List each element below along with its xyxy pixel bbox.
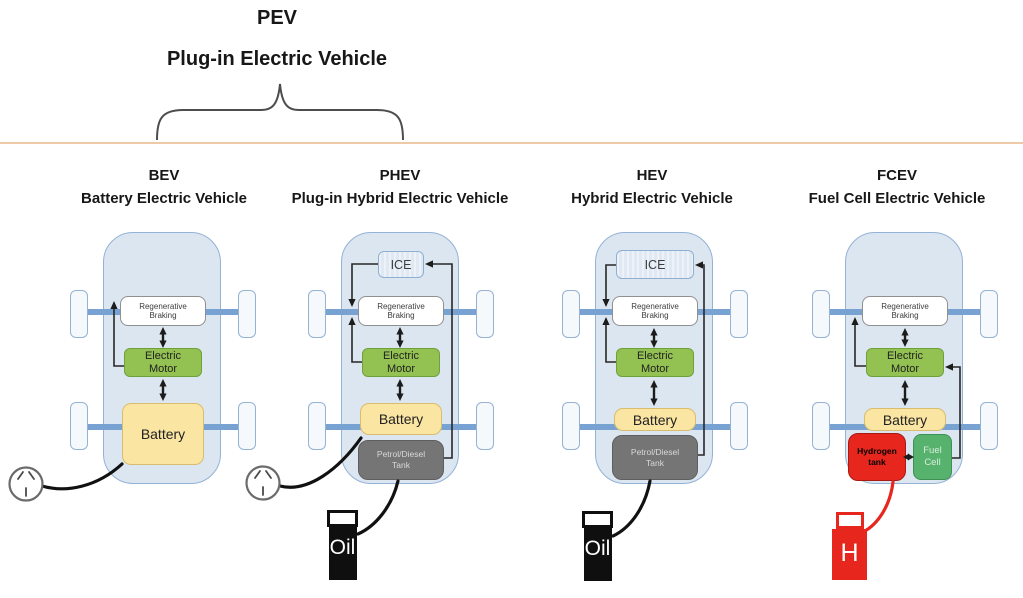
regenerative-braking-box: Regenerative Braking [358,296,444,326]
ice-label: ICE [390,257,412,272]
fuelcell-label-line2: Cell [924,457,941,468]
pump-window [582,511,613,528]
phev-title: PHEV Plug-in Hybrid Electric Vehicle [260,164,540,210]
hydrogen-label-line2: tank [868,457,886,467]
battery-box: Battery [360,403,442,435]
hev-acronym: HEV [636,167,668,184]
wheel [980,290,998,338]
battery-label: Battery [632,411,678,428]
wheel [476,290,494,338]
ice-box: ICE [616,250,694,279]
battery-label: Battery [882,411,928,428]
pev-name: Plug-in Electric Vehicle [166,48,388,70]
electric-motor-box: Electric Motor [616,348,694,377]
wheel [238,402,256,450]
regen-label-line2: Braking [891,311,919,320]
electric-motor-box: Electric Motor [124,348,202,377]
hev-diagram: ICE Regenerative Braking Electric Motor … [562,232,748,492]
petrol-diesel-tank-box: Petrol/Diesel Tank [358,440,444,480]
fcev-acronym: FCEV [876,167,917,184]
wheel [70,290,88,338]
regen-label-line2: Braking [149,311,177,320]
horizontal-divider [0,142,1023,144]
tank-label-line2: Tank [392,460,410,470]
motor-label-line2: Motor [386,362,416,375]
wheel [730,290,748,338]
tank-label-line1: Petrol/Diesel [630,446,680,457]
hydrogen-pump: H [832,512,867,580]
pev-header: PEV Plug-in Electric Vehicle [127,6,427,71]
pev-acronym: PEV [256,7,298,29]
hydrogen-label-line1: Hydrogen [857,446,897,456]
oil-pump: Oil [327,510,358,580]
motor-label-line2: Motor [890,362,920,375]
tank-label-line2: Tank [646,457,664,468]
oil-pump-label: Oil [328,527,357,580]
fuel-cell-box: Fuel Cell [913,434,952,480]
pump-window [835,512,864,529]
battery-label: Battery [378,411,424,427]
wheel [70,402,88,450]
pev-brace [156,83,404,141]
wheel [562,290,580,338]
wheel [308,290,326,338]
fcev-diagram: Regenerative Braking Electric Motor Batt… [812,232,998,492]
regen-label-line1: Regenerative [139,301,187,311]
fcev-name: Fuel Cell Electric Vehicle [808,190,986,207]
phev-acronym: PHEV [379,167,421,184]
motor-label-line2: Motor [640,362,670,375]
phev-diagram: ICE Regenerative Braking Electric Motor … [308,232,494,492]
motor-label-line2: Motor [148,362,178,375]
oil-pump-label: Oil [583,528,612,581]
regenerative-braking-box: Regenerative Braking [862,296,948,326]
regenerative-braking-box: Regenerative Braking [120,296,206,326]
hev-name: Hybrid Electric Vehicle [571,190,733,207]
wheel [308,402,326,450]
wheel [812,290,830,338]
wheel [476,402,494,450]
charging-plug-icon [8,466,44,502]
hev-title: HEV Hybrid Electric Vehicle [512,164,792,210]
hydrogen-pump-label: H [832,529,867,580]
bev-name: Battery Electric Vehicle [81,190,247,207]
wheel [562,402,580,450]
regen-label-line1: Regenerative [881,301,929,311]
wheel [238,290,256,338]
wheel [980,402,998,450]
oil-pump: Oil [582,511,613,581]
pump-window [327,510,358,527]
tank-label-line1: Petrol/Diesel [376,449,426,459]
regenerative-braking-box: Regenerative Braking [612,296,698,326]
electric-motor-box: Electric Motor [866,348,944,377]
motor-label-line1: Electric [886,349,924,362]
motor-label-line1: Electric [636,349,674,362]
ice-box: ICE [378,251,424,278]
ice-label: ICE [644,257,666,272]
wheel [730,402,748,450]
bev-acronym: BEV [148,167,180,184]
phev-name: Plug-in Hybrid Electric Vehicle [291,190,509,207]
fcev-title: FCEV Fuel Cell Electric Vehicle [757,164,1023,210]
bev-title: BEV Battery Electric Vehicle [24,164,304,210]
regen-label-line1: Regenerative [631,301,679,311]
battery-box: Battery [864,408,946,431]
motor-label-line1: Electric [382,349,420,362]
hydrogen-tank-box: Hydrogen tank [848,433,906,481]
regen-label-line2: Braking [387,311,415,320]
battery-box: Battery [614,408,696,431]
electric-motor-box: Electric Motor [362,348,440,377]
battery-box: Battery [122,403,204,465]
regen-label-line1: Regenerative [377,301,425,311]
motor-label-line1: Electric [144,349,182,362]
battery-label: Battery [140,426,186,442]
petrol-diesel-tank-box: Petrol/Diesel Tank [612,435,698,480]
bev-diagram: Regenerative Braking Electric Motor Batt… [70,232,256,492]
fuelcell-label-line1: Fuel [923,445,942,456]
regen-label-line2: Braking [641,311,669,320]
wheel [812,402,830,450]
